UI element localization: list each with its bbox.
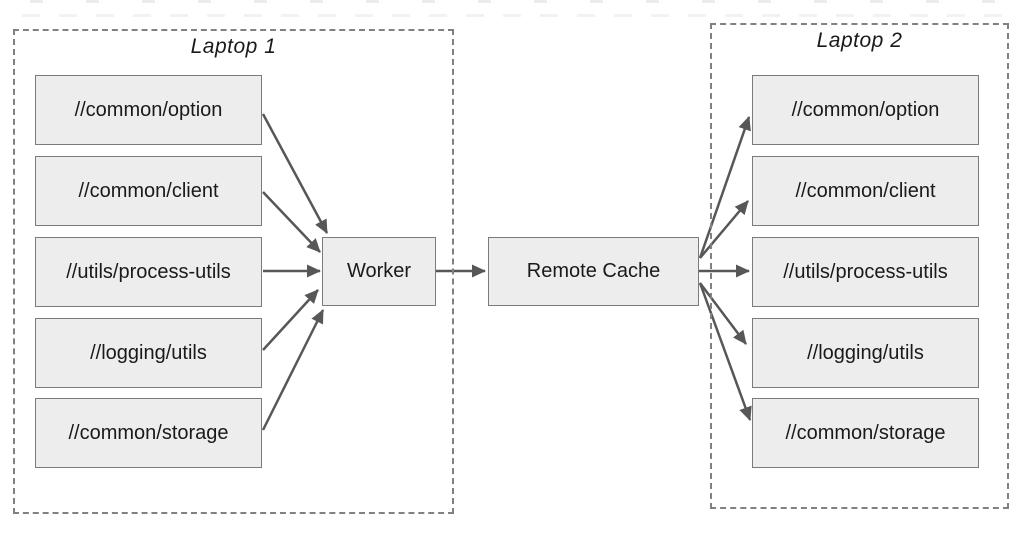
laptop2-target-common-option: //common/option	[752, 75, 979, 145]
laptop1-target-common-storage: //common/storage	[35, 398, 262, 468]
laptop1-target-common-client: //common/client	[35, 156, 262, 226]
laptop1-target-process-utils: //utils/process-utils	[35, 237, 262, 307]
laptop1-target-logging-utils: //logging/utils	[35, 318, 262, 388]
worker-node: Worker	[322, 237, 436, 306]
laptop2-target-logging-utils: //logging/utils	[752, 318, 979, 388]
top-render-artifact-faint	[22, 14, 1007, 17]
laptop1-boundary: Laptop 1	[13, 29, 454, 514]
laptop2-target-common-client: //common/client	[752, 156, 979, 226]
top-render-artifact	[30, 0, 1005, 3]
laptop2-boundary: Laptop 2	[710, 23, 1009, 509]
laptop2-target-common-storage: //common/storage	[752, 398, 979, 468]
remote-cache-node: Remote Cache	[488, 237, 699, 306]
laptop1-title: Laptop 1	[190, 35, 277, 58]
laptop2-title: Laptop 2	[816, 29, 903, 52]
laptop2-target-process-utils: //utils/process-utils	[752, 237, 979, 307]
laptop1-target-common-option: //common/option	[35, 75, 262, 145]
